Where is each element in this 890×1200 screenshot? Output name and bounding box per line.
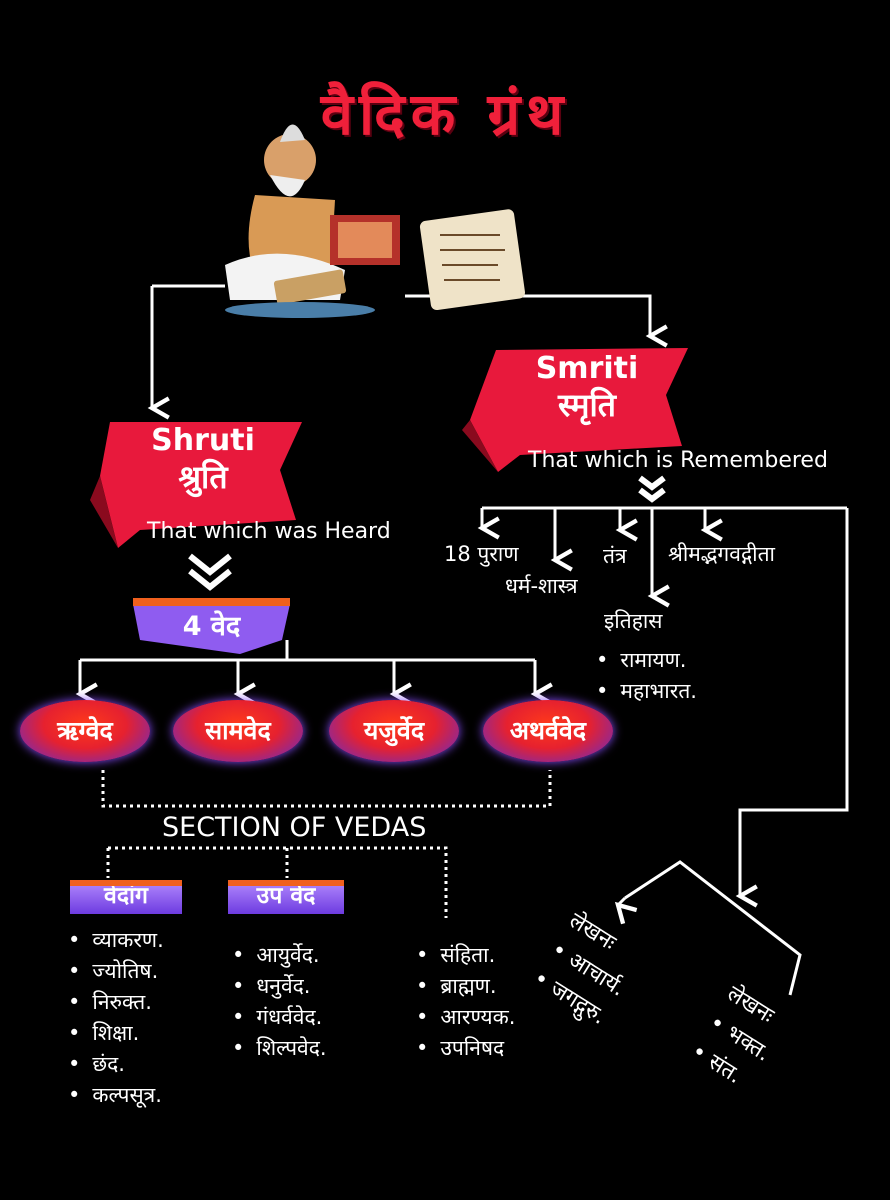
list-item: शिक्षा. xyxy=(68,1018,164,1049)
branch-tantra: तंत्र xyxy=(603,542,627,570)
itihas-list: रामायण. महाभारत. xyxy=(596,645,697,707)
branch-puran: 18 पुराण xyxy=(444,540,519,568)
shruti-meaning: That which was Heard xyxy=(147,519,391,544)
shruti-banner: Shruti श्रुति xyxy=(118,424,288,495)
smriti-name-hi: स्मृति xyxy=(502,387,672,424)
shruti-name-hi: श्रुति xyxy=(118,459,288,496)
list-item: रामायण. xyxy=(596,645,697,676)
list-item: आयुर्वेद. xyxy=(232,940,327,971)
upveda-tab: उप वेद xyxy=(228,880,344,914)
vedang-tab: वेदांग xyxy=(70,880,182,914)
veda-yajurveda: यजुर्वेद xyxy=(329,700,459,762)
branch-dharma: धर्म-शास्त्र xyxy=(505,572,578,600)
four-vedas-label: 4 वेद xyxy=(133,606,290,643)
shruti-name-en: Shruti xyxy=(118,424,288,459)
smriti-banner: Smriti स्मृति xyxy=(502,352,672,423)
branch-itihas: इतिहास xyxy=(604,607,663,635)
smriti-meaning: That which is Remembered xyxy=(528,448,828,473)
section-title: SECTION OF VEDAS xyxy=(162,812,426,843)
list-item: व्याकरण. xyxy=(68,925,164,956)
list-item: कल्पसूत्र. xyxy=(68,1080,164,1111)
list-item: निरुक्त. xyxy=(68,987,164,1018)
smriti-name-en: Smriti xyxy=(502,352,672,387)
branch-gita: श्रीमद्भगवद्गीता xyxy=(668,540,775,568)
veda-samaveda: सामवेद xyxy=(173,700,303,762)
list-item: उपनिषद xyxy=(416,1033,515,1064)
list-item: धनुर्वेद. xyxy=(232,971,327,1002)
list-item: आरण्यक. xyxy=(416,1002,515,1033)
veda-rigveda: ऋग्वेद xyxy=(20,700,150,762)
veda-texts-list: संहिता. ब्राह्मण. आरण्यक. उपनिषद xyxy=(416,940,515,1064)
list-item: ब्राह्मण. xyxy=(416,971,515,1002)
list-item: छंद. xyxy=(68,1049,164,1080)
list-item: गंधर्ववेद. xyxy=(232,1002,327,1033)
list-item: ज्योतिष. xyxy=(68,956,164,987)
veda-atharvaveda: अथर्ववेद xyxy=(483,700,613,762)
list-item: शिल्पवेद. xyxy=(232,1033,327,1064)
list-item: संहिता. xyxy=(416,940,515,971)
page-title: वैदिक ग्रंथ xyxy=(0,72,890,151)
upveda-list: आयुर्वेद. धनुर्वेद. गंधर्ववेद. शिल्पवेद. xyxy=(232,940,327,1064)
vedang-list: व्याकरण. ज्योतिष. निरुक्त. शिक्षा. छंद. … xyxy=(68,925,164,1111)
sage-illustration xyxy=(225,124,526,318)
list-item: महाभारत. xyxy=(596,676,697,707)
